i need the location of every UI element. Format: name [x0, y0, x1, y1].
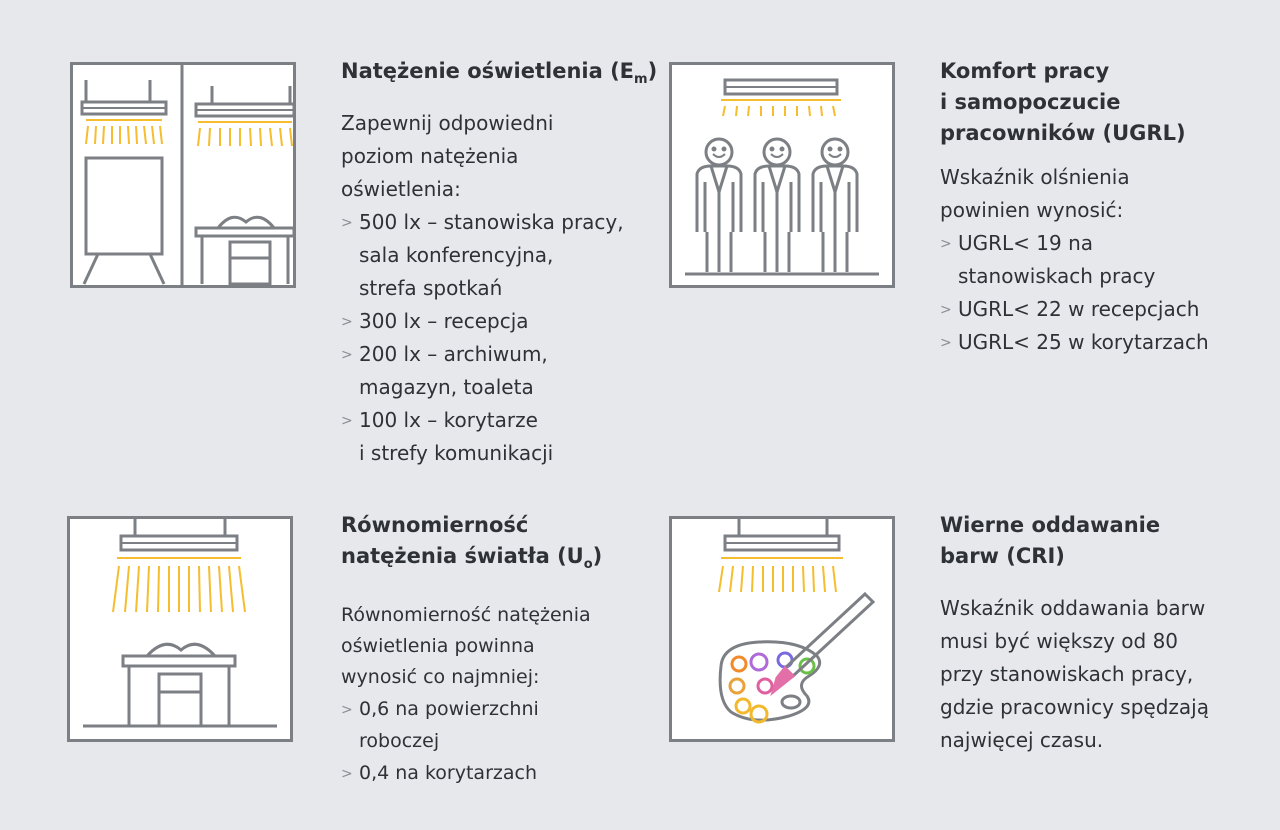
list-item: >200 lx – archiwum,magazyn, toaleta	[341, 338, 641, 404]
list-item: >0,4 na korytarzach	[341, 757, 641, 789]
list-item: >UGRL< 25 w korytarzach	[940, 326, 1240, 359]
palette-light-icon	[669, 516, 895, 742]
chevron-right-icon: >	[341, 413, 353, 429]
chevron-right-icon: >	[341, 702, 353, 718]
section-intro: Wskaźnik olśnienia powinien wynosić:	[940, 165, 1130, 222]
office-room-icon	[70, 62, 296, 288]
section-title: Wierne oddawanie barw (CRI)	[940, 513, 1161, 568]
section-intro: Równomierność natężenia oświetlenia powi…	[341, 604, 591, 688]
list-item: >300 lx – recepcja	[341, 305, 641, 338]
workers-light-icon	[669, 62, 895, 288]
chevron-right-icon: >	[940, 335, 952, 351]
chevron-right-icon: >	[341, 766, 353, 782]
chevron-right-icon: >	[940, 302, 952, 318]
chevron-right-icon: >	[341, 215, 353, 231]
section-title: Komfort pracy i samopoczucie pracowników…	[940, 59, 1186, 145]
section-title: Równomierność natężenia światła (Uo)	[341, 513, 603, 572]
chevron-right-icon: >	[940, 236, 952, 252]
list-item: >100 lx – korytarze i strefy komunikacji	[341, 404, 641, 470]
desk-light-icon	[67, 516, 293, 742]
section-uniformity: Równomierność natężenia światła (Uo) Rów…	[341, 510, 641, 789]
section-glare: Komfort pracy i samopoczucie pracowników…	[940, 56, 1240, 359]
chevron-right-icon: >	[341, 314, 353, 330]
section-title: Natężenie oświetlenia (Em)	[341, 59, 658, 87]
chevron-right-icon: >	[341, 347, 353, 363]
section-illuminance: Natężenie oświetlenia (Em) Zapewnij odpo…	[341, 56, 658, 470]
requirement-list: >500 lx – stanowiska pracy,sala konferen…	[341, 206, 641, 470]
section-color-rendering: Wierne oddawanie barw (CRI) Wskaźnik odd…	[940, 510, 1260, 757]
list-item: >500 lx – stanowiska pracy,sala konferen…	[341, 206, 641, 305]
list-item: >UGRL< 22 w recepcjach	[940, 293, 1240, 326]
section-intro: Wskaźnik oddawania barw musi być większy…	[940, 596, 1209, 752]
section-intro: Zapewnij odpowiedni poziom natężenia ośw…	[341, 111, 554, 201]
